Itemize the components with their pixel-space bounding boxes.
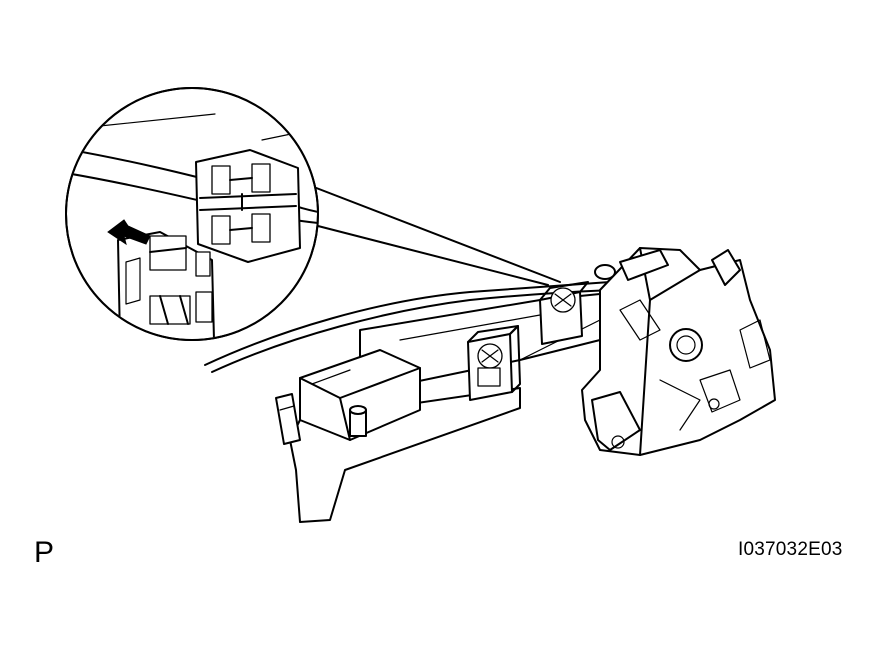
detail-connector-top xyxy=(195,149,301,263)
detail-connector-bottom xyxy=(117,231,215,339)
callout-leader-lines xyxy=(279,173,561,286)
magnified-detail xyxy=(65,87,319,341)
housing-block xyxy=(299,349,421,441)
top-knob xyxy=(594,264,616,280)
connector-right xyxy=(539,281,589,345)
connector-middle xyxy=(467,325,521,401)
mounting-ear-left xyxy=(275,393,301,445)
round-bore xyxy=(669,328,703,362)
arrow-icon xyxy=(107,219,151,246)
switch-assembly xyxy=(275,247,776,523)
figure-code: I037032E03 xyxy=(738,539,843,560)
view-label: P xyxy=(34,536,55,569)
